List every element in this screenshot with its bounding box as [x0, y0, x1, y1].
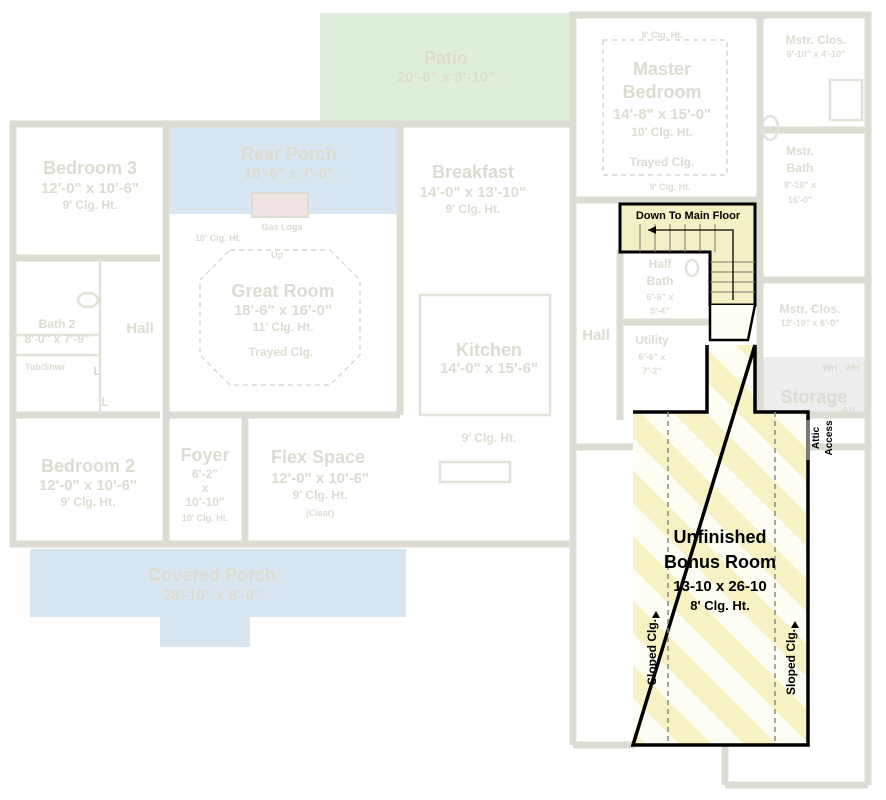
bath2-l2: L [101, 395, 108, 409]
attic-line1: Attic [811, 426, 822, 449]
wh-label-1: WH [823, 363, 838, 373]
rear-porch-name: Rear Porch [241, 144, 337, 164]
attic-access-door [806, 420, 810, 460]
kitchen-dim: 14'-0" x 15'-6" [440, 360, 538, 377]
bedroom3-dim: 12'-0" x 10'-6" [41, 180, 139, 197]
bonus-name2: Bonus Room [664, 552, 776, 572]
covered-porch-dim: 28'-10" x 8'-0" [163, 587, 261, 604]
breakfast-clg: 9' Clg. Ht. [446, 202, 501, 216]
mstr-clos-mid-name: Mstr. Clos. [780, 302, 841, 316]
mstr-bath-name2: Bath [787, 161, 814, 175]
foyer-dim2: x [202, 481, 209, 495]
mstr-bath-name1: Mstr. [786, 144, 814, 158]
flex-dim: 12'-0" x 10'-6" [271, 470, 369, 487]
flex-clg: 9' Clg. Ht. [293, 488, 348, 502]
utility-dim2: 7'-2" [642, 366, 661, 376]
kitchen-clg: 9' Clg. Ht. [462, 431, 517, 445]
patio-name: Patio [424, 48, 468, 68]
patio-dim: 20'-6" x 8'-10" [397, 69, 495, 86]
bonus-name1: Unfinished [674, 527, 767, 547]
bedroom3-name: Bedroom 3 [43, 158, 137, 178]
master-note: Trayed Clg. [630, 155, 695, 169]
half-bath-dim2: 5'-4" [650, 306, 669, 316]
rear-porch-dim: 18'-6" x 7'-0" [244, 165, 334, 182]
storage-dim-tail: 4" [840, 404, 855, 421]
master-tray [602, 39, 728, 176]
master-name1: Master [633, 59, 691, 79]
bedroom2-clg: 9' Clg. Ht. [61, 495, 116, 509]
foyer-dim3: 10'-10" [185, 495, 224, 509]
great-room-name: Great Room [231, 281, 334, 301]
breakfast-name: Breakfast [432, 162, 514, 182]
fireplace [251, 192, 309, 218]
half-bath-name1: Half [649, 257, 673, 271]
gas-logs-label: Gas Logs [261, 222, 302, 232]
half-bath-dim1: 6'-6" x [647, 292, 674, 302]
flex-name: Flex Space [271, 447, 365, 467]
mstr-clos-top-name: Mstr. Clos. [786, 33, 847, 47]
foyer-clg: 10' Clg. Ht. [182, 513, 228, 523]
covered-porch-fill [30, 549, 406, 617]
utility-dim1: 6'-6" x [639, 352, 666, 362]
room-labels: Patio 20'-6" x 8'-10" 9' Clg. Ht. Master… [24, 30, 859, 604]
bonus-passage [708, 304, 757, 342]
mstr-clos-mid-dim: 12'-10" x 6'-0" [781, 318, 840, 328]
great-room-up-label: Up [271, 250, 283, 260]
great-room-tray [199, 249, 361, 386]
wh-label-2: WH [845, 363, 860, 373]
breakfast-dim: 14'-0" x 13'-10" [420, 184, 526, 201]
mstr-bath-dim1: 8'-10" x [784, 180, 816, 190]
sloped-right-label: Sloped Clg. [784, 629, 798, 695]
covered-porch-step [160, 617, 250, 647]
bath2-l1: L [93, 364, 100, 378]
foyer-dim1: 6'-2" [192, 467, 218, 481]
half-bath-name2: Bath [647, 274, 674, 288]
master-clg: 10' Clg. Ht. [631, 125, 693, 139]
bedroom3-clg: 9' Clg. Ht. [63, 198, 118, 212]
bonus-clg: 8' Clg. Ht. [690, 598, 749, 613]
patio-fill [320, 13, 570, 126]
bath2-name: Bath 2 [39, 317, 76, 331]
hall-left-label: Hall [126, 320, 154, 337]
master-top-clg: 9' Clg. Ht. [641, 30, 682, 40]
flex-note: (Clear) [306, 508, 335, 518]
covered-porch-name: Covered Porch [148, 565, 276, 585]
utility-name: Utility [635, 333, 669, 347]
storage-fill [760, 357, 868, 415]
storage-name: Storage [780, 387, 847, 407]
bedroom2-dim: 12'-0" x 10'-6" [39, 477, 137, 494]
mstr-bath-dim2: 16'-0" [788, 195, 812, 205]
main-floor-walls [9, 11, 872, 789]
bonus-room [630, 344, 810, 747]
master-name2: Bedroom [622, 82, 701, 102]
sloped-left-label: Sloped Clg. [645, 619, 659, 685]
master-dim: 14'-8" x 15'-0" [613, 106, 711, 123]
mstr-clos-top-dim: 6'-10" x 4'-10" [787, 49, 846, 59]
bath2-tub: Tub/Shwr [25, 362, 66, 372]
bedroom2-name: Bedroom 2 [41, 456, 135, 476]
stairs: Down To Main Floor [618, 202, 757, 307]
bonus-dim: 13-10 x 26-10 [673, 578, 766, 595]
attic-line2: Access [824, 420, 835, 455]
stairs-label: Down To Main Floor [636, 210, 741, 222]
great-room-clg: 11' Clg. Ht. [253, 320, 314, 334]
foyer-name: Foyer [180, 445, 229, 465]
master-bottom-clg: 9' Clg. Ht. [649, 182, 690, 192]
great-room-note: Trayed Clg. [249, 345, 314, 359]
great-room-dim: 18'-6" x 16'-0" [234, 302, 332, 319]
hall-right-label: Hall [582, 327, 610, 344]
kitchen-name: Kitchen [456, 340, 522, 360]
great-room-top-clg: 10' Clg. Ht. [195, 233, 241, 243]
bath2-dim: 8'-0" x 7'-9" [24, 332, 89, 346]
